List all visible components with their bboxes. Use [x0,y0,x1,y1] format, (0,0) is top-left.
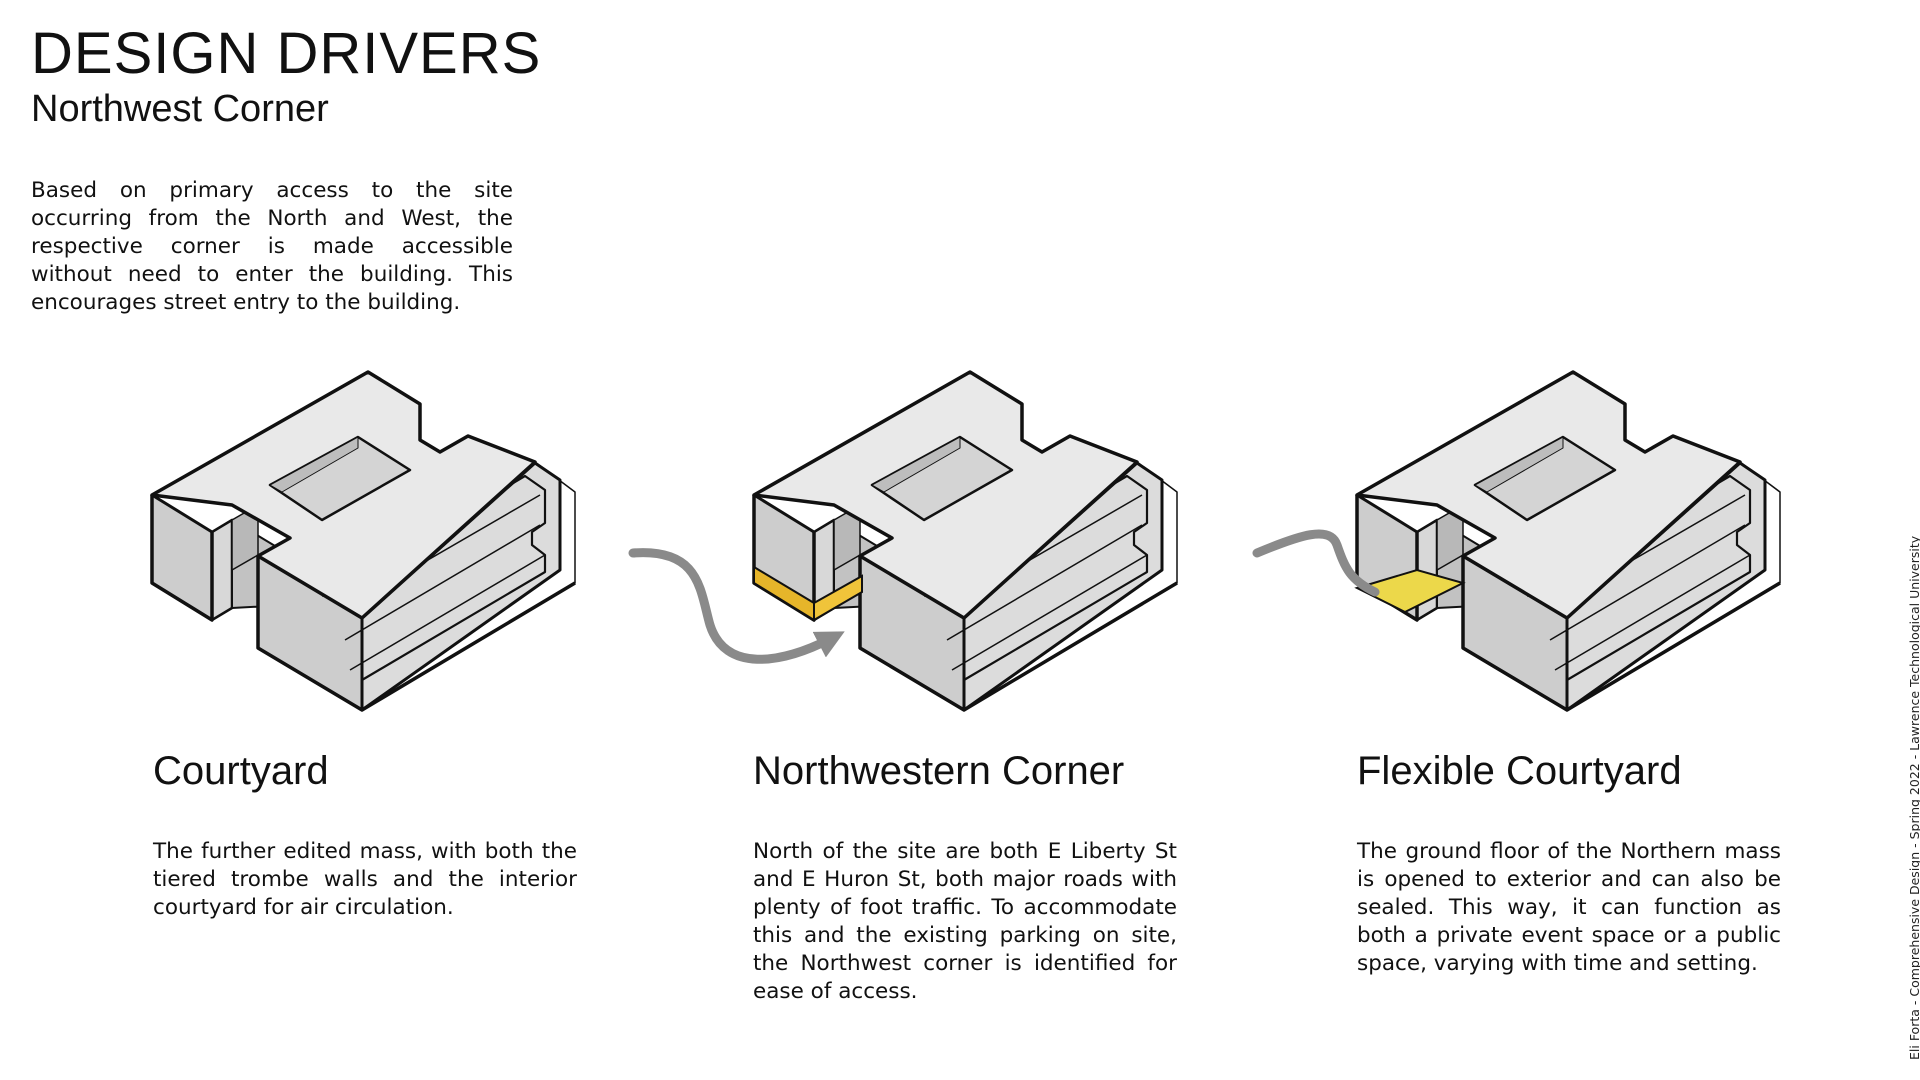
column-title-flexible-courtyard: Flexible Courtyard [1357,749,1682,793]
credits-vertical: Eli Forta - Comprehensive Design - Sprin… [1907,535,1920,1060]
column-title-courtyard: Courtyard [153,749,329,793]
column-title-northwestern-corner: Northwestern Corner [753,749,1125,793]
arrow-into-corner [628,548,845,664]
diagram-courtyard [150,370,577,712]
column-text-northwestern-corner: North of the site are both E Liberty St … [753,839,1177,1004]
diagram-northwestern-corner [752,370,1179,712]
page-title: DESIGN DRIVERS [31,21,542,86]
intro-paragraph: Based on primary access to the site occu… [31,178,513,315]
column-text-flexible-courtyard: The ground floor of the Northern mass is… [1357,839,1781,976]
page-subtitle: Northwest Corner [31,88,329,130]
diagram-flexible-courtyard [1354,370,1782,712]
column-text-courtyard: The further edited mass, with both the t… [153,839,577,920]
arrow-into-courtyard [1252,529,1380,597]
